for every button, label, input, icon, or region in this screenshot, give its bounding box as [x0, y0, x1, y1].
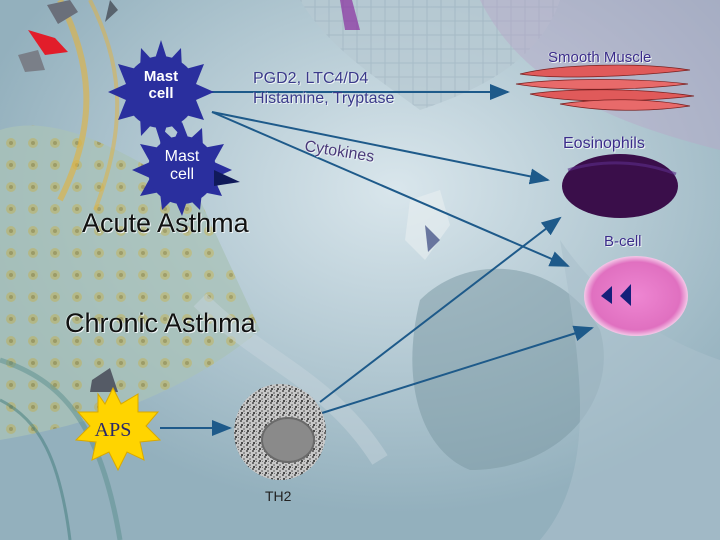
- arrow-mast-to-eosinophils: [211, 111, 550, 185]
- th2-cell: [234, 384, 326, 480]
- aps-star: [74, 368, 162, 472]
- aps-label: APS: [94, 419, 132, 441]
- mediators-line-2: Histamine, Tryptase: [253, 90, 395, 107]
- smooth-muscle-cells: [515, 64, 695, 111]
- arrow-mast-to-bcell: [211, 111, 570, 267]
- eosinophil-cell: [562, 154, 678, 218]
- b-cell: [584, 256, 688, 336]
- b-cell-label: B-cell: [604, 233, 642, 250]
- arrow-th2-to-bcell: [321, 325, 594, 414]
- mast-cell-top: [108, 40, 214, 144]
- mediators-line-1: PGD2, LTC4/D4: [253, 70, 369, 87]
- acute-asthma-heading: Acute Asthma: [82, 208, 249, 238]
- mast-cell-bottom: [132, 122, 240, 216]
- eosinophils-label: Eosinophils: [563, 135, 645, 152]
- chronic-asthma-heading: Chronic Asthma: [65, 308, 256, 338]
- arrow-th2-to-eosinophils: [319, 216, 562, 403]
- th2-label: TH2: [265, 488, 292, 504]
- smooth-muscle-label: Smooth Muscle: [548, 49, 652, 66]
